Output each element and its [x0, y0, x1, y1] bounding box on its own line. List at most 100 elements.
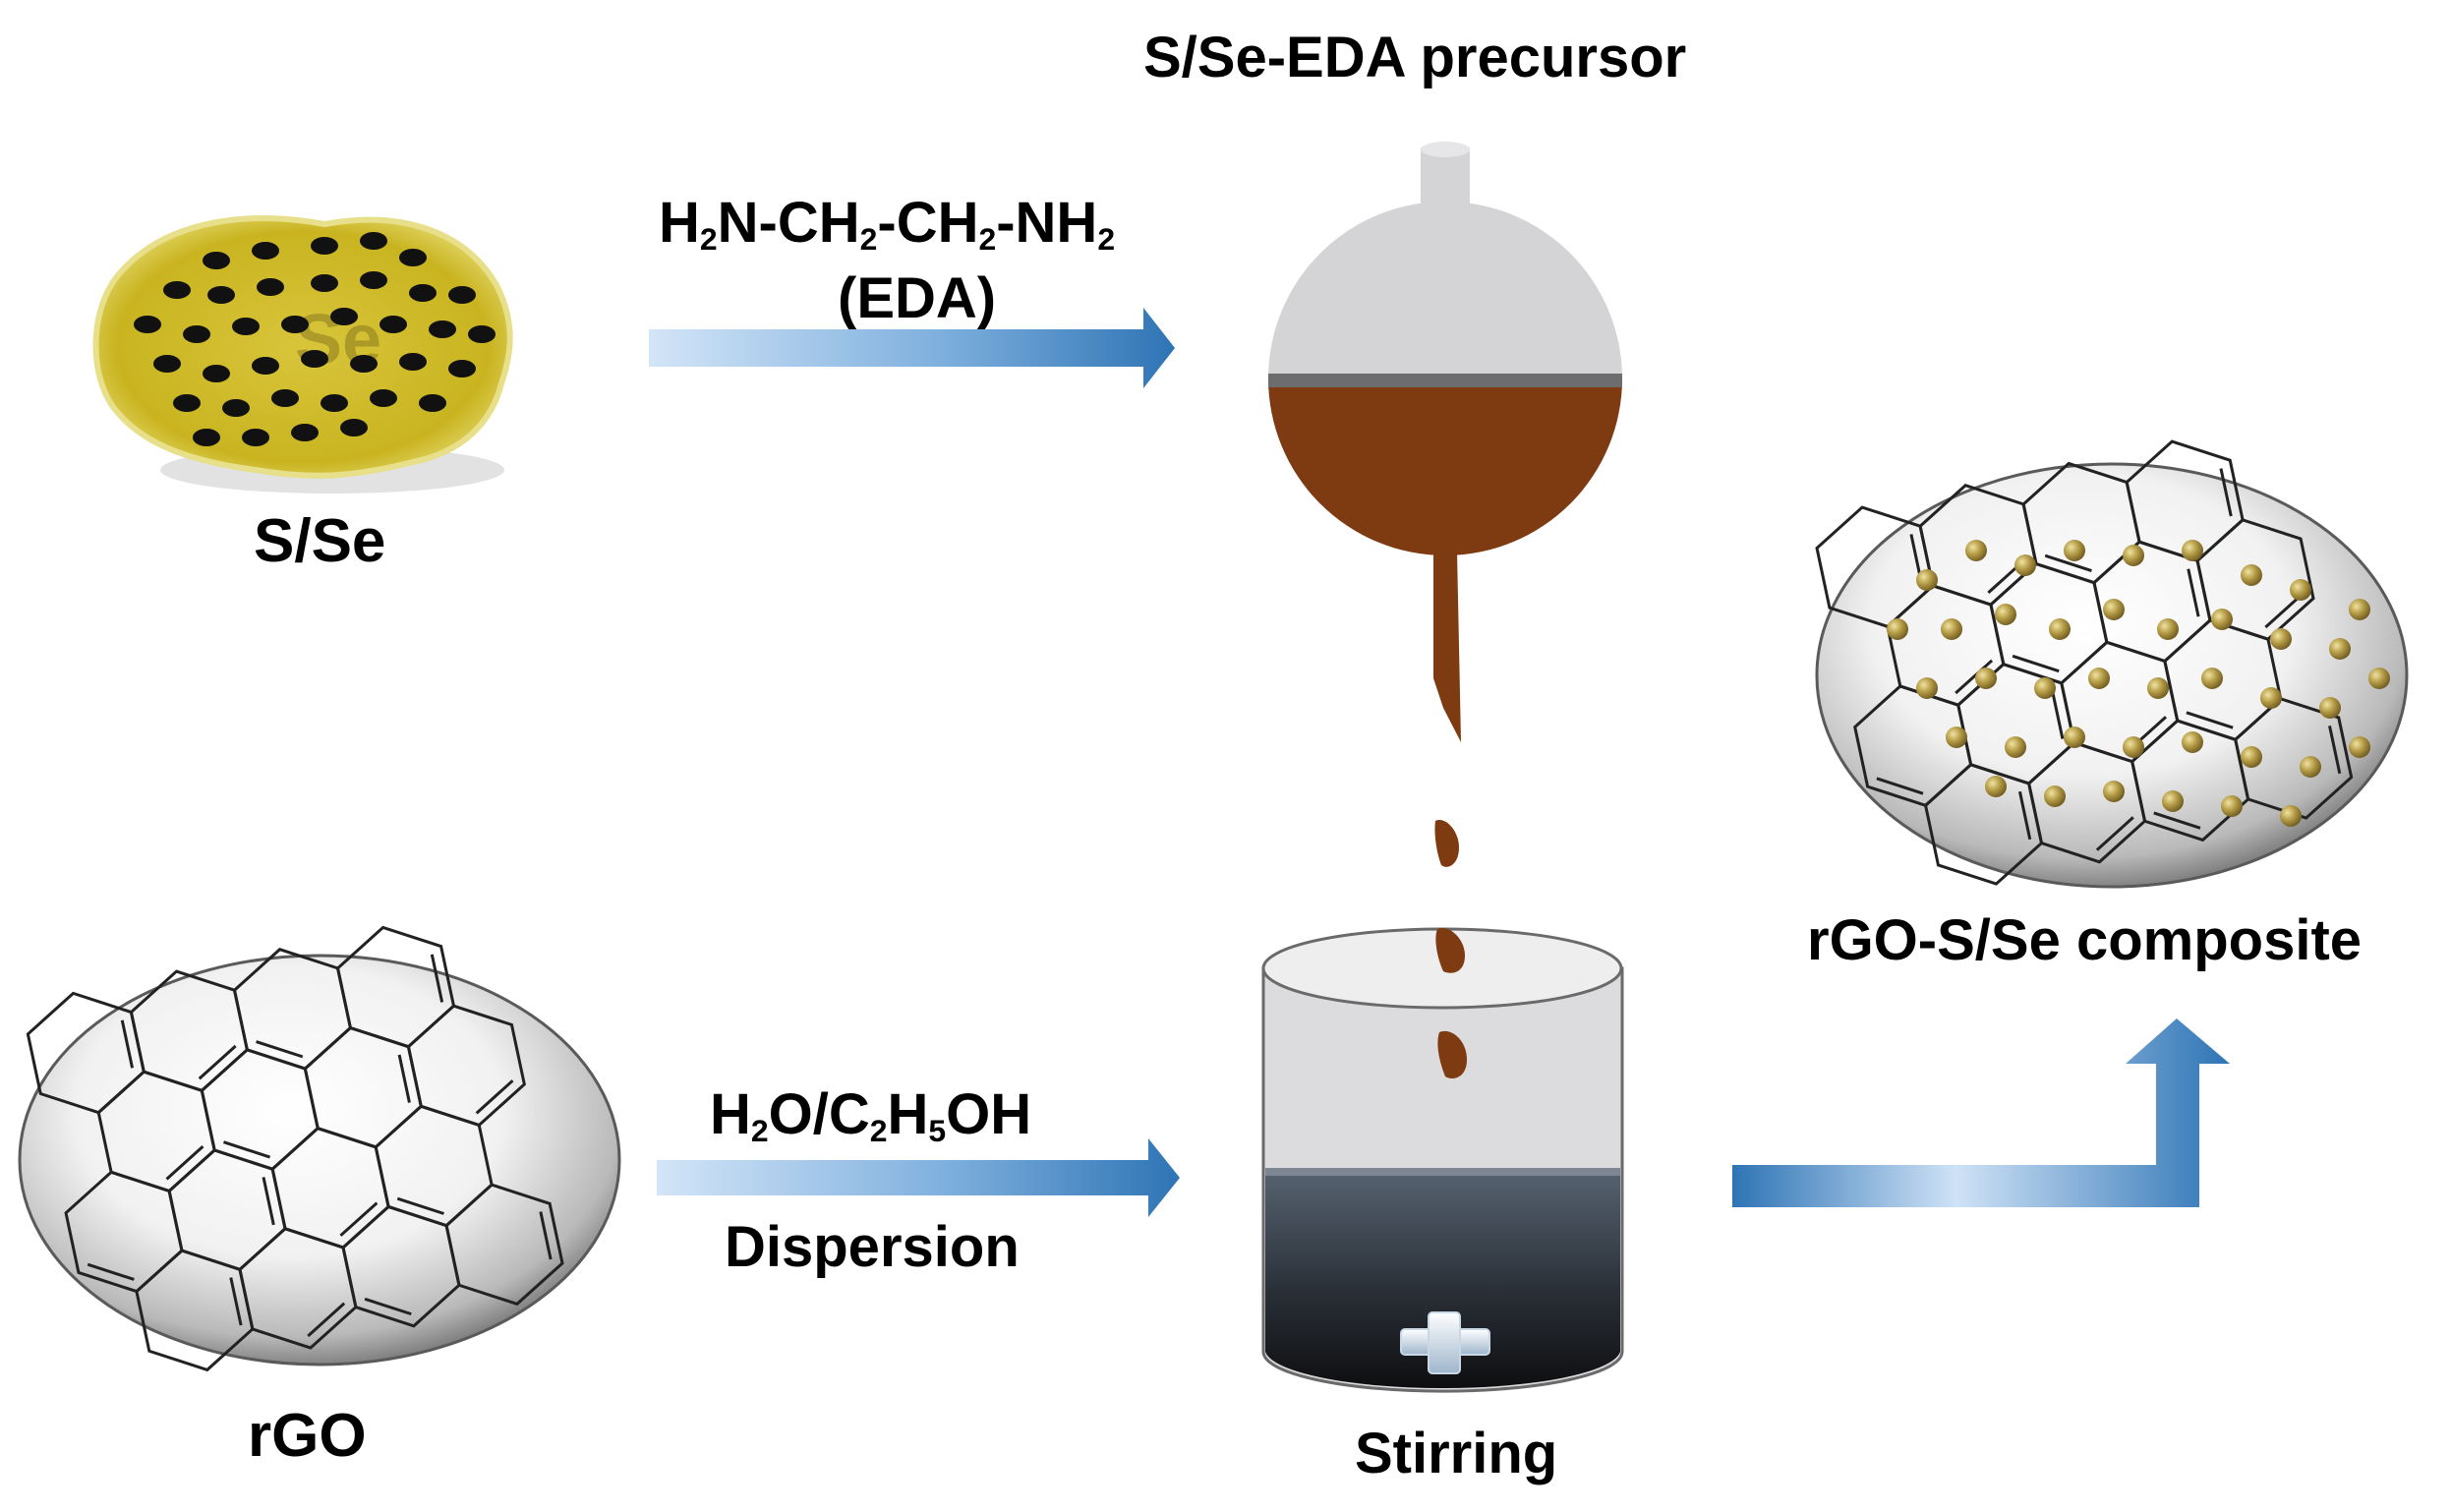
double-bond: [262, 1177, 275, 1226]
sse-dot: [429, 320, 456, 338]
sse-dot: [183, 325, 210, 343]
gold-particle: [1975, 668, 1997, 689]
stir-bar-icon: [1400, 1311, 1490, 1374]
gold-particle: [2162, 790, 2184, 812]
double-bond: [2187, 568, 2200, 617]
sse-dot: [252, 357, 279, 375]
sse-dot: [242, 429, 269, 446]
double-bond: [2186, 711, 2234, 729]
composite-particles: [1887, 540, 2390, 827]
sse-dot: [448, 360, 476, 378]
sse-dot: [153, 355, 181, 373]
sse-dot: [232, 318, 260, 335]
arrow-dispersion: [657, 1138, 1180, 1217]
gold-particle: [2005, 736, 2026, 758]
gold-particle: [1887, 618, 1908, 640]
gold-particle: [1916, 569, 1938, 591]
double-bond: [339, 1201, 379, 1237]
gold-particle: [2368, 668, 2390, 689]
double-bond: [2051, 690, 2065, 739]
gold-particle: [1995, 604, 2016, 625]
gold-particle: [2211, 609, 2233, 630]
sse-dots: [134, 232, 496, 446]
double-bond: [222, 1140, 271, 1159]
gold-particle: [2123, 545, 2144, 566]
gold-particle: [2329, 638, 2351, 660]
sse-dot: [252, 242, 279, 260]
sse-dot: [311, 274, 338, 292]
label-eda-name: (EDA): [838, 266, 997, 330]
gold-particle: [2260, 687, 2282, 709]
gold-particle: [2270, 628, 2292, 650]
double-bond: [165, 1145, 204, 1181]
label-composite: rGO-S/Se composite: [1807, 908, 2363, 972]
sse-dot: [448, 286, 476, 304]
double-bond: [430, 954, 444, 1003]
sse-dot: [222, 399, 250, 417]
gold-particle: [2014, 554, 2036, 576]
sse-dot: [301, 350, 328, 368]
sse-dot: [360, 232, 387, 250]
gold-particle: [2049, 618, 2071, 640]
label-rgo: rGO: [248, 1402, 367, 1470]
double-bond: [2219, 468, 2233, 517]
sse-dot: [311, 237, 338, 255]
gold-particle: [2123, 736, 2144, 758]
sse-dot: [193, 429, 220, 446]
sse-dot: [399, 353, 427, 371]
sse-dot: [468, 325, 496, 343]
gold-particle: [1985, 776, 2007, 797]
double-bond: [198, 1044, 237, 1080]
gold-particle: [2064, 727, 2085, 748]
double-bond: [2044, 553, 2092, 572]
gold-particle: [2064, 540, 2085, 561]
sse-dot: [291, 424, 319, 441]
gold-particle: [1946, 727, 1967, 748]
gold-particle: [2103, 781, 2125, 802]
gold-particle: [2201, 668, 2223, 689]
gold-particle: [2182, 731, 2203, 753]
gold-particle: [2157, 618, 2179, 640]
double-bond: [364, 1297, 412, 1316]
sse-dot: [207, 286, 235, 304]
sse-dot: [134, 316, 161, 333]
label-dispersion: Dispersion: [725, 1215, 1020, 1279]
double-bond: [229, 1277, 243, 1326]
label-precursor: S/Se-EDA precursor: [1143, 26, 1687, 89]
gold-particle: [2182, 540, 2203, 561]
rgo-hexagons: [26, 925, 564, 1372]
label-solvent-formula: H2O/C2H5OH: [710, 1082, 1032, 1148]
sse-dot: [419, 394, 446, 412]
gold-particle: [2044, 785, 2066, 807]
double-bond: [397, 1054, 411, 1103]
sse-dot: [271, 389, 299, 407]
sse-particle-icon: Se: [92, 215, 513, 494]
gold-particle: [2221, 795, 2243, 817]
gold-particle: [1916, 677, 1938, 699]
double-bond: [1876, 777, 1924, 795]
gold-particle: [2088, 668, 2110, 689]
double-bond: [2264, 593, 2304, 629]
sse-dot: [360, 271, 387, 289]
label-stirring: Stirring: [1355, 1422, 1558, 1485]
sse-dot: [340, 419, 368, 436]
sse-dot: [350, 355, 378, 373]
sse-dot: [203, 365, 230, 382]
sse-dot: [330, 308, 358, 325]
sse-dot: [203, 252, 230, 269]
arrow-to-composite: [1732, 1018, 2230, 1207]
sse-dot: [379, 316, 407, 333]
gold-particle: [1941, 618, 1962, 640]
arrow-eda: [649, 308, 1175, 388]
double-bond: [307, 1302, 346, 1338]
gold-particle: [2290, 579, 2311, 601]
gold-particle: [2034, 677, 2056, 699]
beaker-icon: [1261, 927, 1624, 1393]
double-bond: [396, 1196, 444, 1215]
gold-particle: [2300, 756, 2321, 778]
double-bond: [2095, 816, 2134, 851]
gold-particle: [2349, 599, 2370, 620]
gold-particle: [2241, 746, 2262, 768]
gold-particle: [2241, 564, 2262, 586]
